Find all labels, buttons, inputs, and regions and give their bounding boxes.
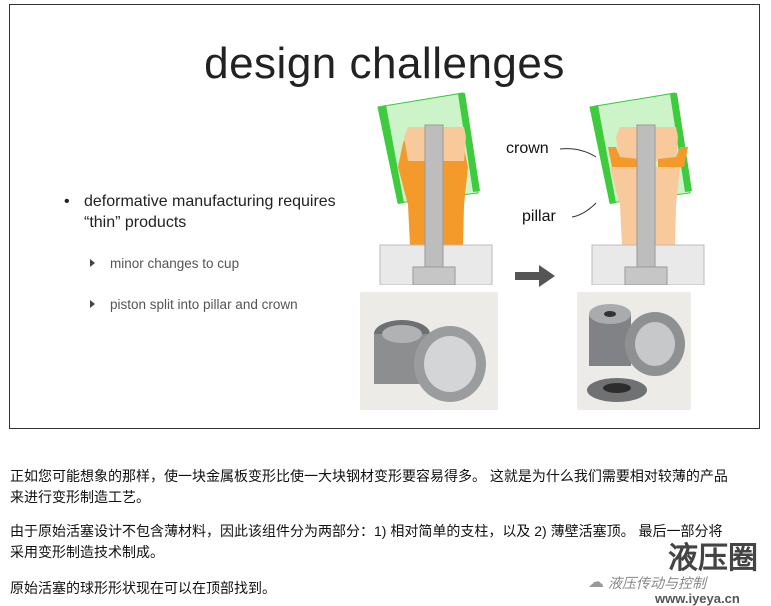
watermark-logo: 液压圈 [668, 542, 758, 575]
bullet-text: deformative manufacturing requires “thin… [84, 193, 336, 231]
watermark-url: www.iyeya.cn [655, 591, 740, 606]
split-piston-diagram [589, 92, 705, 285]
paragraph: 由于原始活塞设计不包含薄材料，因此该组件分为两部分：1) 相对简单的支柱，以及 … [10, 523, 723, 560]
original-piston-photo [360, 292, 498, 410]
slide-title: design challenges [204, 39, 565, 88]
split-piston-photo [577, 292, 691, 410]
wechat-icon: ☁ [588, 574, 604, 591]
paragraph: 正如您可能想象的那样，使一块金属板变形比使一大块钢材变形要容易得多。 这就是为什… [10, 468, 728, 505]
arrow-right-icon [515, 265, 555, 287]
original-piston-diagram [377, 92, 493, 285]
paragraph: 原始活塞的球形形状现在可以在顶部找到。 [10, 580, 276, 596]
triangle-icon [90, 259, 95, 267]
slide: design challenges • deformative manufact… [9, 4, 760, 429]
crown-label: crown [506, 140, 549, 157]
watermark-account: 液压传动与控制 [608, 575, 706, 591]
triangle-icon [90, 300, 95, 308]
bullet-dot-icon: • [64, 193, 70, 210]
label-leader-lines [559, 148, 597, 218]
pillar-label: pillar [522, 208, 556, 225]
